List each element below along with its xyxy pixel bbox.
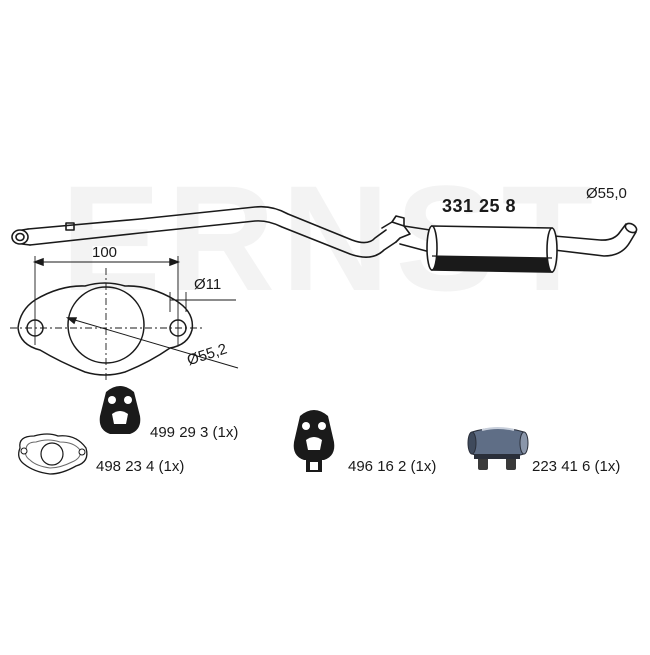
part-number-label: 331 25 8 (442, 196, 517, 216)
bolt-spacing-label: 100 (92, 244, 118, 261)
rubber-hanger-icon (99, 386, 141, 434)
rubber-hanger-icon (293, 410, 335, 472)
flange-drawing (10, 256, 239, 382)
accessory-label-hanger-a: 499 29 3 (1x) (150, 424, 239, 441)
bolt-hole-diameter-label: Ø11 (194, 276, 222, 293)
accessory-label-hanger-b: 496 16 2 (1x) (348, 458, 437, 475)
flange-gasket-icon (18, 433, 88, 475)
outlet-diameter-label: Ø55,0 (586, 185, 627, 202)
accessory-label-gasket: 498 23 4 (1x) (96, 458, 185, 475)
silencer-box (426, 225, 558, 273)
middle-silencer-pipe (11, 205, 638, 258)
accessory-label-clamp: 223 41 6 (1x) (532, 458, 621, 475)
pipe-clamp-icon (467, 427, 529, 470)
